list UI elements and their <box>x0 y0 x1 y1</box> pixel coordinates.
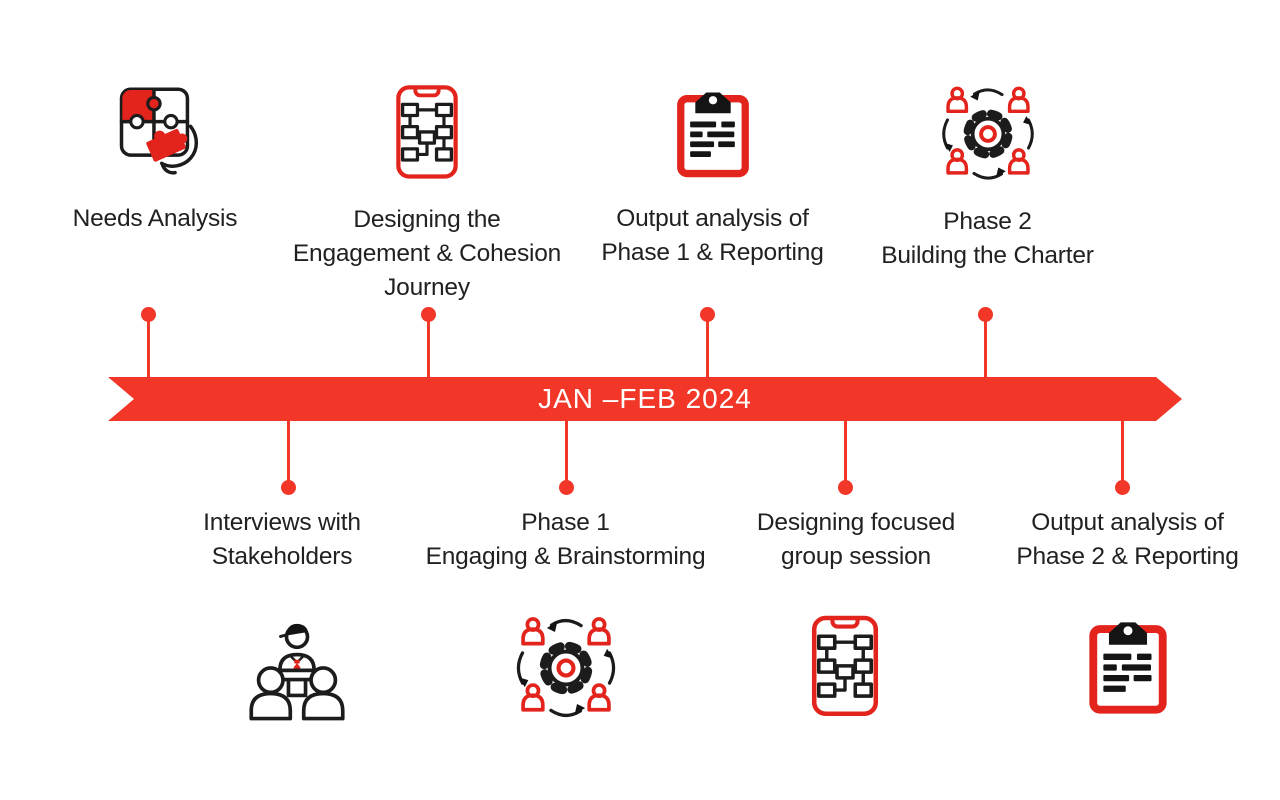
milestone-focused-group-session: Designing focused group session <box>706 506 1006 724</box>
timeline-connector <box>1114 421 1130 495</box>
connector-dot <box>420 307 436 322</box>
milestone-output-phase1: Output analysis of Phase 1 & Reporting <box>560 81 865 270</box>
timeline-connector <box>837 421 853 495</box>
milestone-label: Output analysis of Phase 1 & Reporting <box>601 205 824 266</box>
flowchart-tablet-icon <box>788 610 902 724</box>
milestone-label: Phase 2 Building the Charter <box>881 208 1094 269</box>
timeline-connector <box>558 421 574 495</box>
milestone-label: Phase 1 Engaging & Brainstorming <box>425 509 706 570</box>
timeline-connector <box>140 307 156 377</box>
connector-dot <box>699 307 715 322</box>
connector-dot <box>977 307 993 322</box>
milestone-phase2-charter: Phase 2 Building the Charter <box>835 80 1140 273</box>
timeline-connector <box>977 307 993 377</box>
connector-line <box>983 320 987 377</box>
milestone-interviews-stakeholders: Interviews with Stakeholders <box>132 506 432 732</box>
milestone-label: Interviews with Stakeholders <box>203 509 361 570</box>
connector-line <box>564 421 568 481</box>
connector-line <box>843 421 847 481</box>
connector-line <box>426 320 430 377</box>
milestone-output-phase2: Output analysis of Phase 2 & Reporting <box>975 506 1280 722</box>
puzzle-hand-icon <box>104 82 207 185</box>
people-gear-icon <box>508 610 624 726</box>
connector-line <box>146 320 150 377</box>
milestone-label: Designing focused group session <box>756 509 956 570</box>
connector-line <box>705 320 709 377</box>
meeting-icon <box>236 610 358 732</box>
timeline-date-label: JAN –FEB 2024 <box>538 383 752 414</box>
people-gear-icon <box>934 80 1042 188</box>
connector-line <box>1120 421 1124 481</box>
timeline-connector <box>420 307 436 377</box>
connector-dot <box>558 480 574 495</box>
timeline-arrow-ribbon <box>108 377 1182 421</box>
connector-dot <box>140 307 156 322</box>
connector-dot <box>280 480 296 495</box>
connector-dot <box>837 480 853 495</box>
connector-dot <box>1114 480 1130 495</box>
milestone-label: Output analysis of Phase 2 & Reporting <box>1016 509 1239 570</box>
milestone-designing-journey: Designing the Engagement & Cohesion Jour… <box>272 80 582 304</box>
timeline-banner: JAN –FEB 2024 <box>108 377 1182 421</box>
clipboard-report-icon <box>661 81 765 185</box>
timeline-connector <box>280 421 296 495</box>
flowchart-tablet-icon <box>374 80 480 186</box>
clipboard-report-icon <box>1072 610 1184 722</box>
milestone-label: Designing the Engagement & Cohesion Jour… <box>292 206 562 301</box>
connector-line <box>286 421 290 481</box>
milestone-needs-analysis: Needs Analysis <box>5 82 305 236</box>
timeline-connector <box>699 307 715 377</box>
milestone-label: Needs Analysis <box>72 205 238 232</box>
milestone-phase1-brainstorming: Phase 1 Engaging & Brainstorming <box>408 506 723 726</box>
